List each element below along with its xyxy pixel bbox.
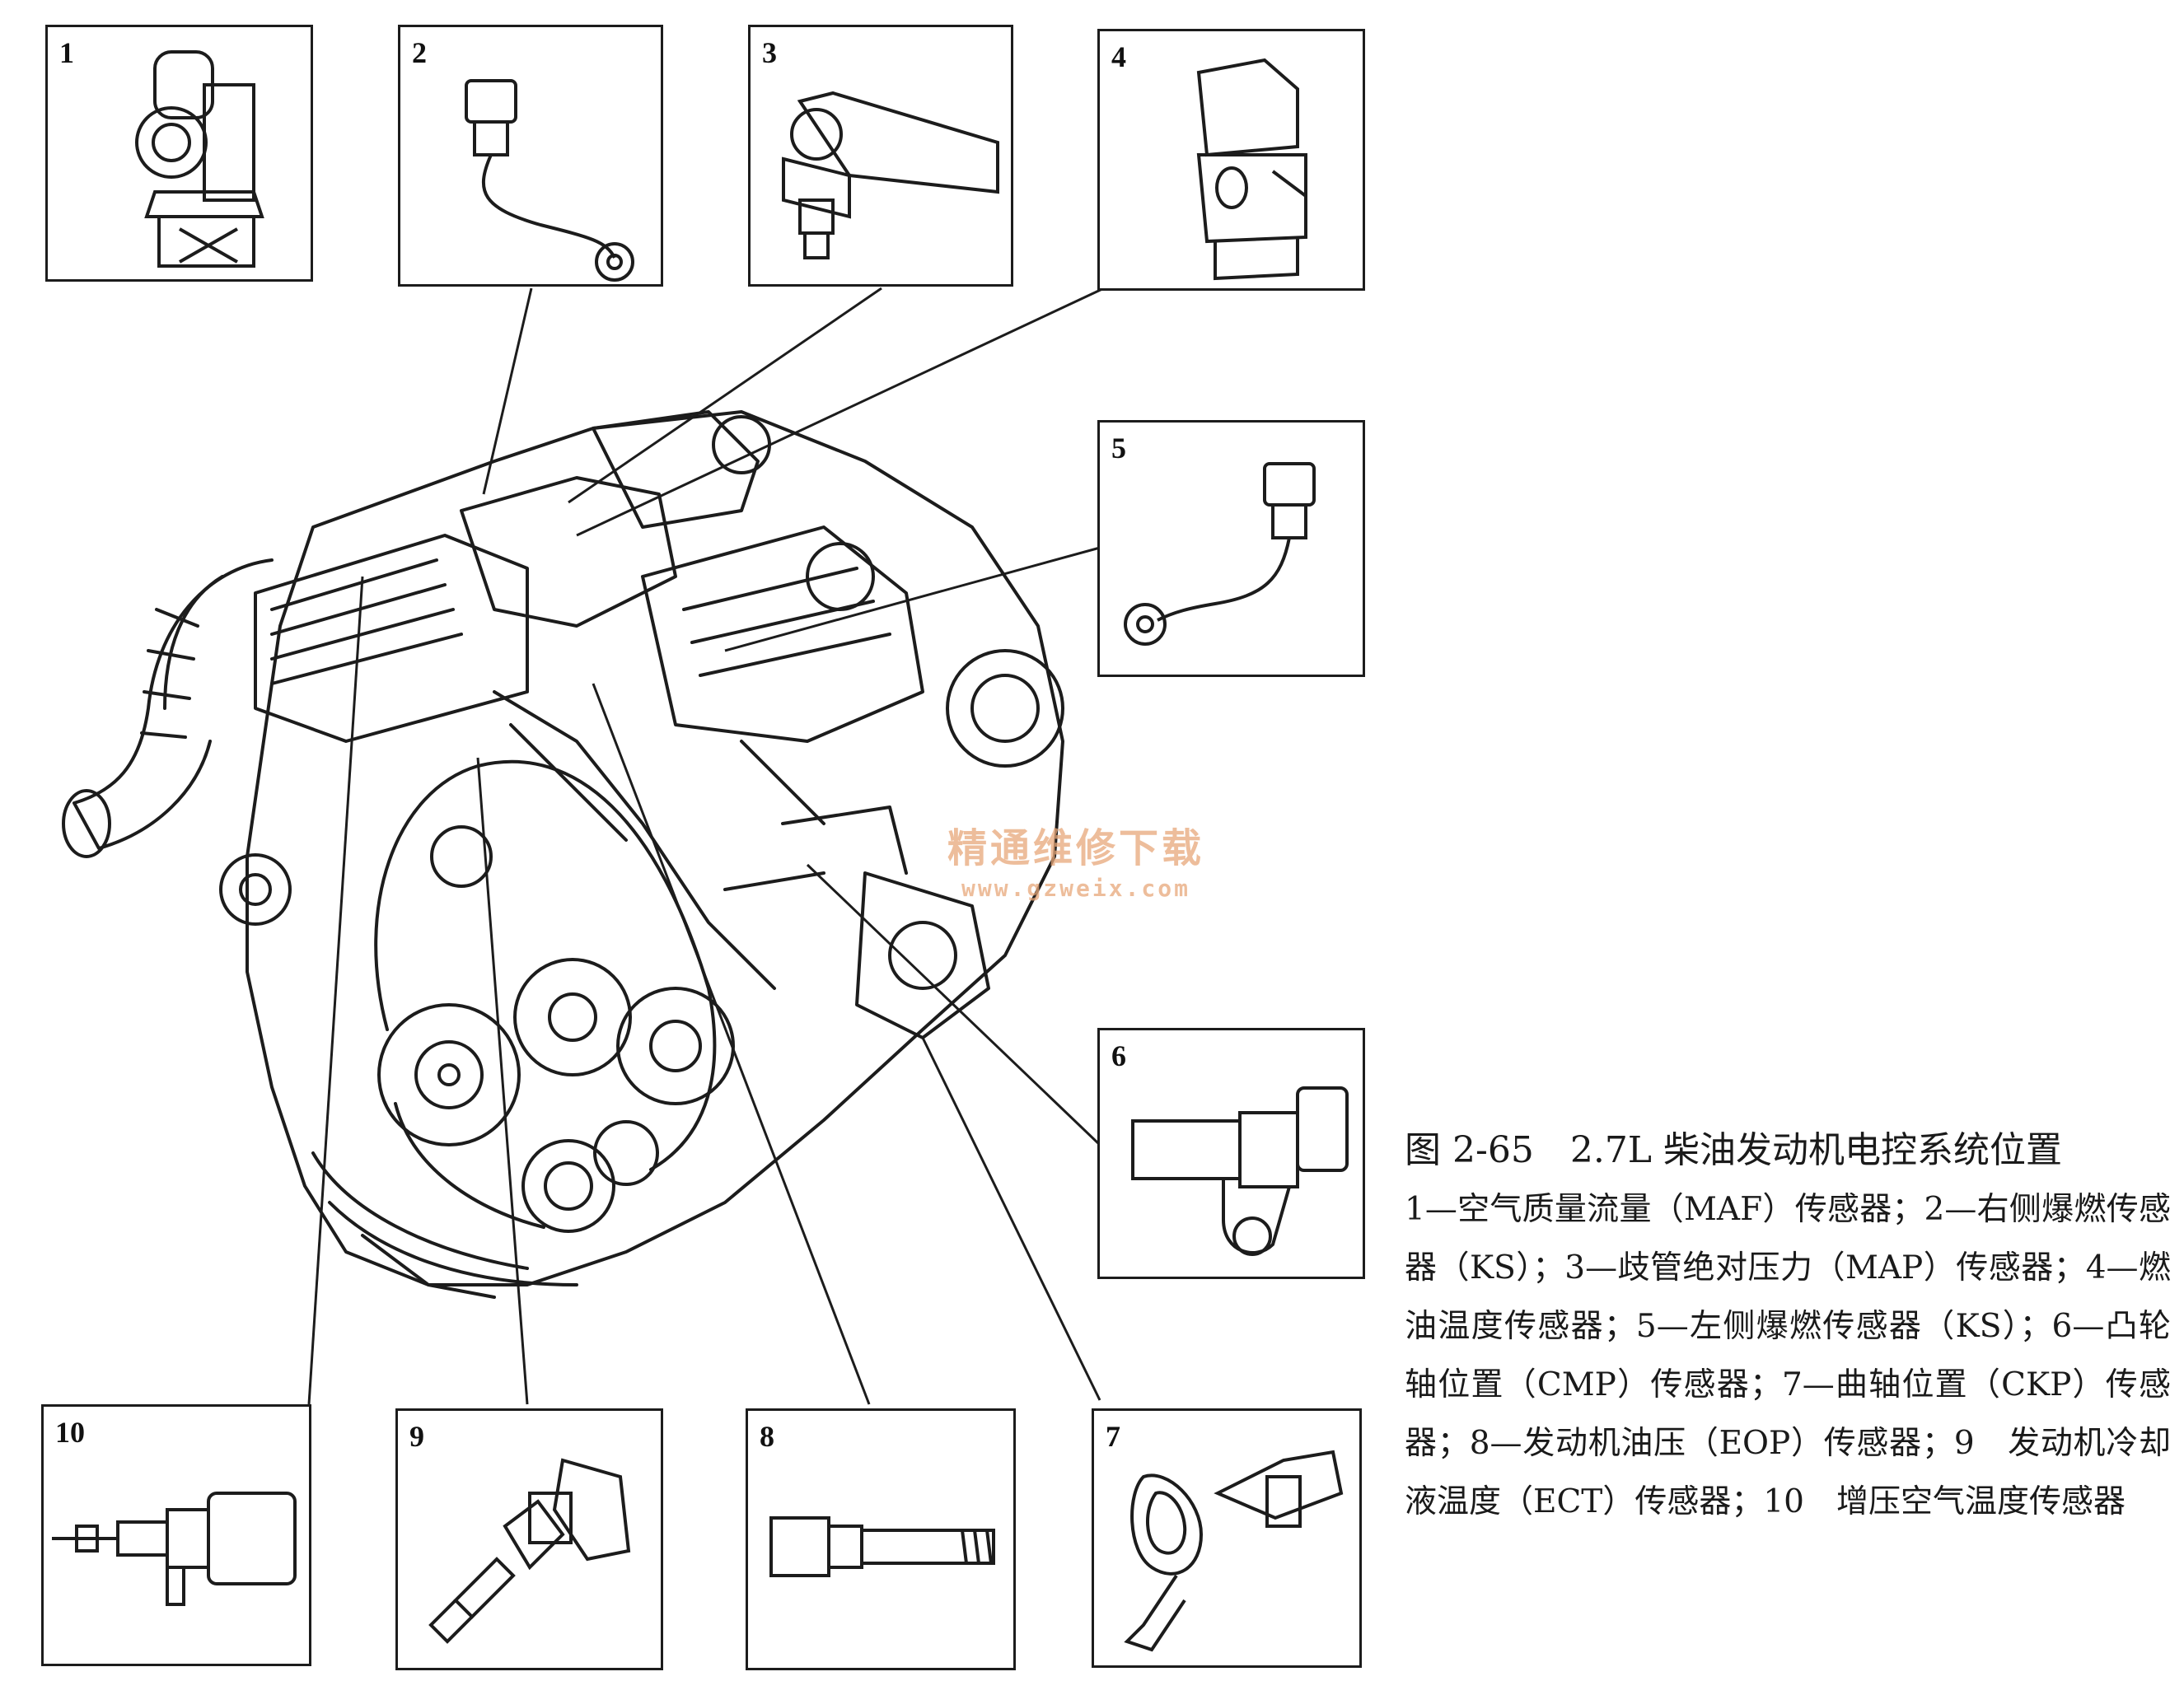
charge-air-temperature-sensor-icon bbox=[52, 1492, 297, 1606]
callout-box-9: 9 bbox=[395, 1408, 663, 1670]
callout-box-7: 7 bbox=[1092, 1408, 1362, 1668]
callout-box-1: 1 bbox=[45, 25, 313, 282]
watermark-url: www.gzweix.com bbox=[961, 875, 1191, 902]
callout-number: 9 bbox=[409, 1420, 424, 1453]
callout-number: 1 bbox=[59, 36, 74, 69]
callout-box-2: 2 bbox=[398, 25, 663, 287]
caption-title: 图 2-65 2.7L 柴油发动机电控系统位置 bbox=[1405, 1129, 2063, 1171]
callout-number: 10 bbox=[55, 1416, 85, 1449]
figure-caption: 图 2-65 2.7L 柴油发动机电控系统位置 1—空气质量流量（MAF）传感器… bbox=[1405, 1124, 2171, 1531]
fuel-temperature-sensor-icon bbox=[1196, 58, 1307, 281]
watermark-text: 精通维修下载 bbox=[947, 825, 1205, 871]
callout-number: 3 bbox=[762, 36, 777, 69]
maf-sensor-icon bbox=[135, 50, 264, 268]
callout-box-10: 10 bbox=[41, 1404, 311, 1666]
callout-number: 4 bbox=[1111, 40, 1126, 73]
callout-box-3: 3 bbox=[748, 25, 1013, 287]
callout-box-5: 5 bbox=[1097, 420, 1365, 677]
caption-body: 1—空气质量流量（MAF）传感器；2—右侧爆燃传感器（KS）；3—歧管绝对压力（… bbox=[1405, 1191, 2171, 1520]
knock-sensor-icon bbox=[1124, 462, 1316, 646]
camshaft-position-sensor-icon bbox=[1131, 1086, 1349, 1256]
callout-number: 6 bbox=[1111, 1039, 1126, 1072]
coolant-temperature-sensor-icon bbox=[428, 1458, 631, 1644]
callout-box-6: 6 bbox=[1097, 1028, 1365, 1279]
map-sensor-icon bbox=[782, 91, 999, 259]
callout-number: 8 bbox=[760, 1420, 774, 1453]
callout-number: 2 bbox=[412, 36, 427, 69]
crankshaft-position-sensor-icon bbox=[1124, 1450, 1344, 1652]
callout-box-4: 4 bbox=[1097, 29, 1365, 291]
callout-box-8: 8 bbox=[746, 1408, 1016, 1670]
knock-sensor-icon bbox=[465, 79, 634, 282]
oil-pressure-sensor-icon bbox=[769, 1516, 995, 1577]
callout-number: 7 bbox=[1106, 1420, 1120, 1453]
watermark: 精通维修下载 www.gzweix.com bbox=[947, 815, 1204, 902]
callout-number: 5 bbox=[1111, 432, 1126, 465]
